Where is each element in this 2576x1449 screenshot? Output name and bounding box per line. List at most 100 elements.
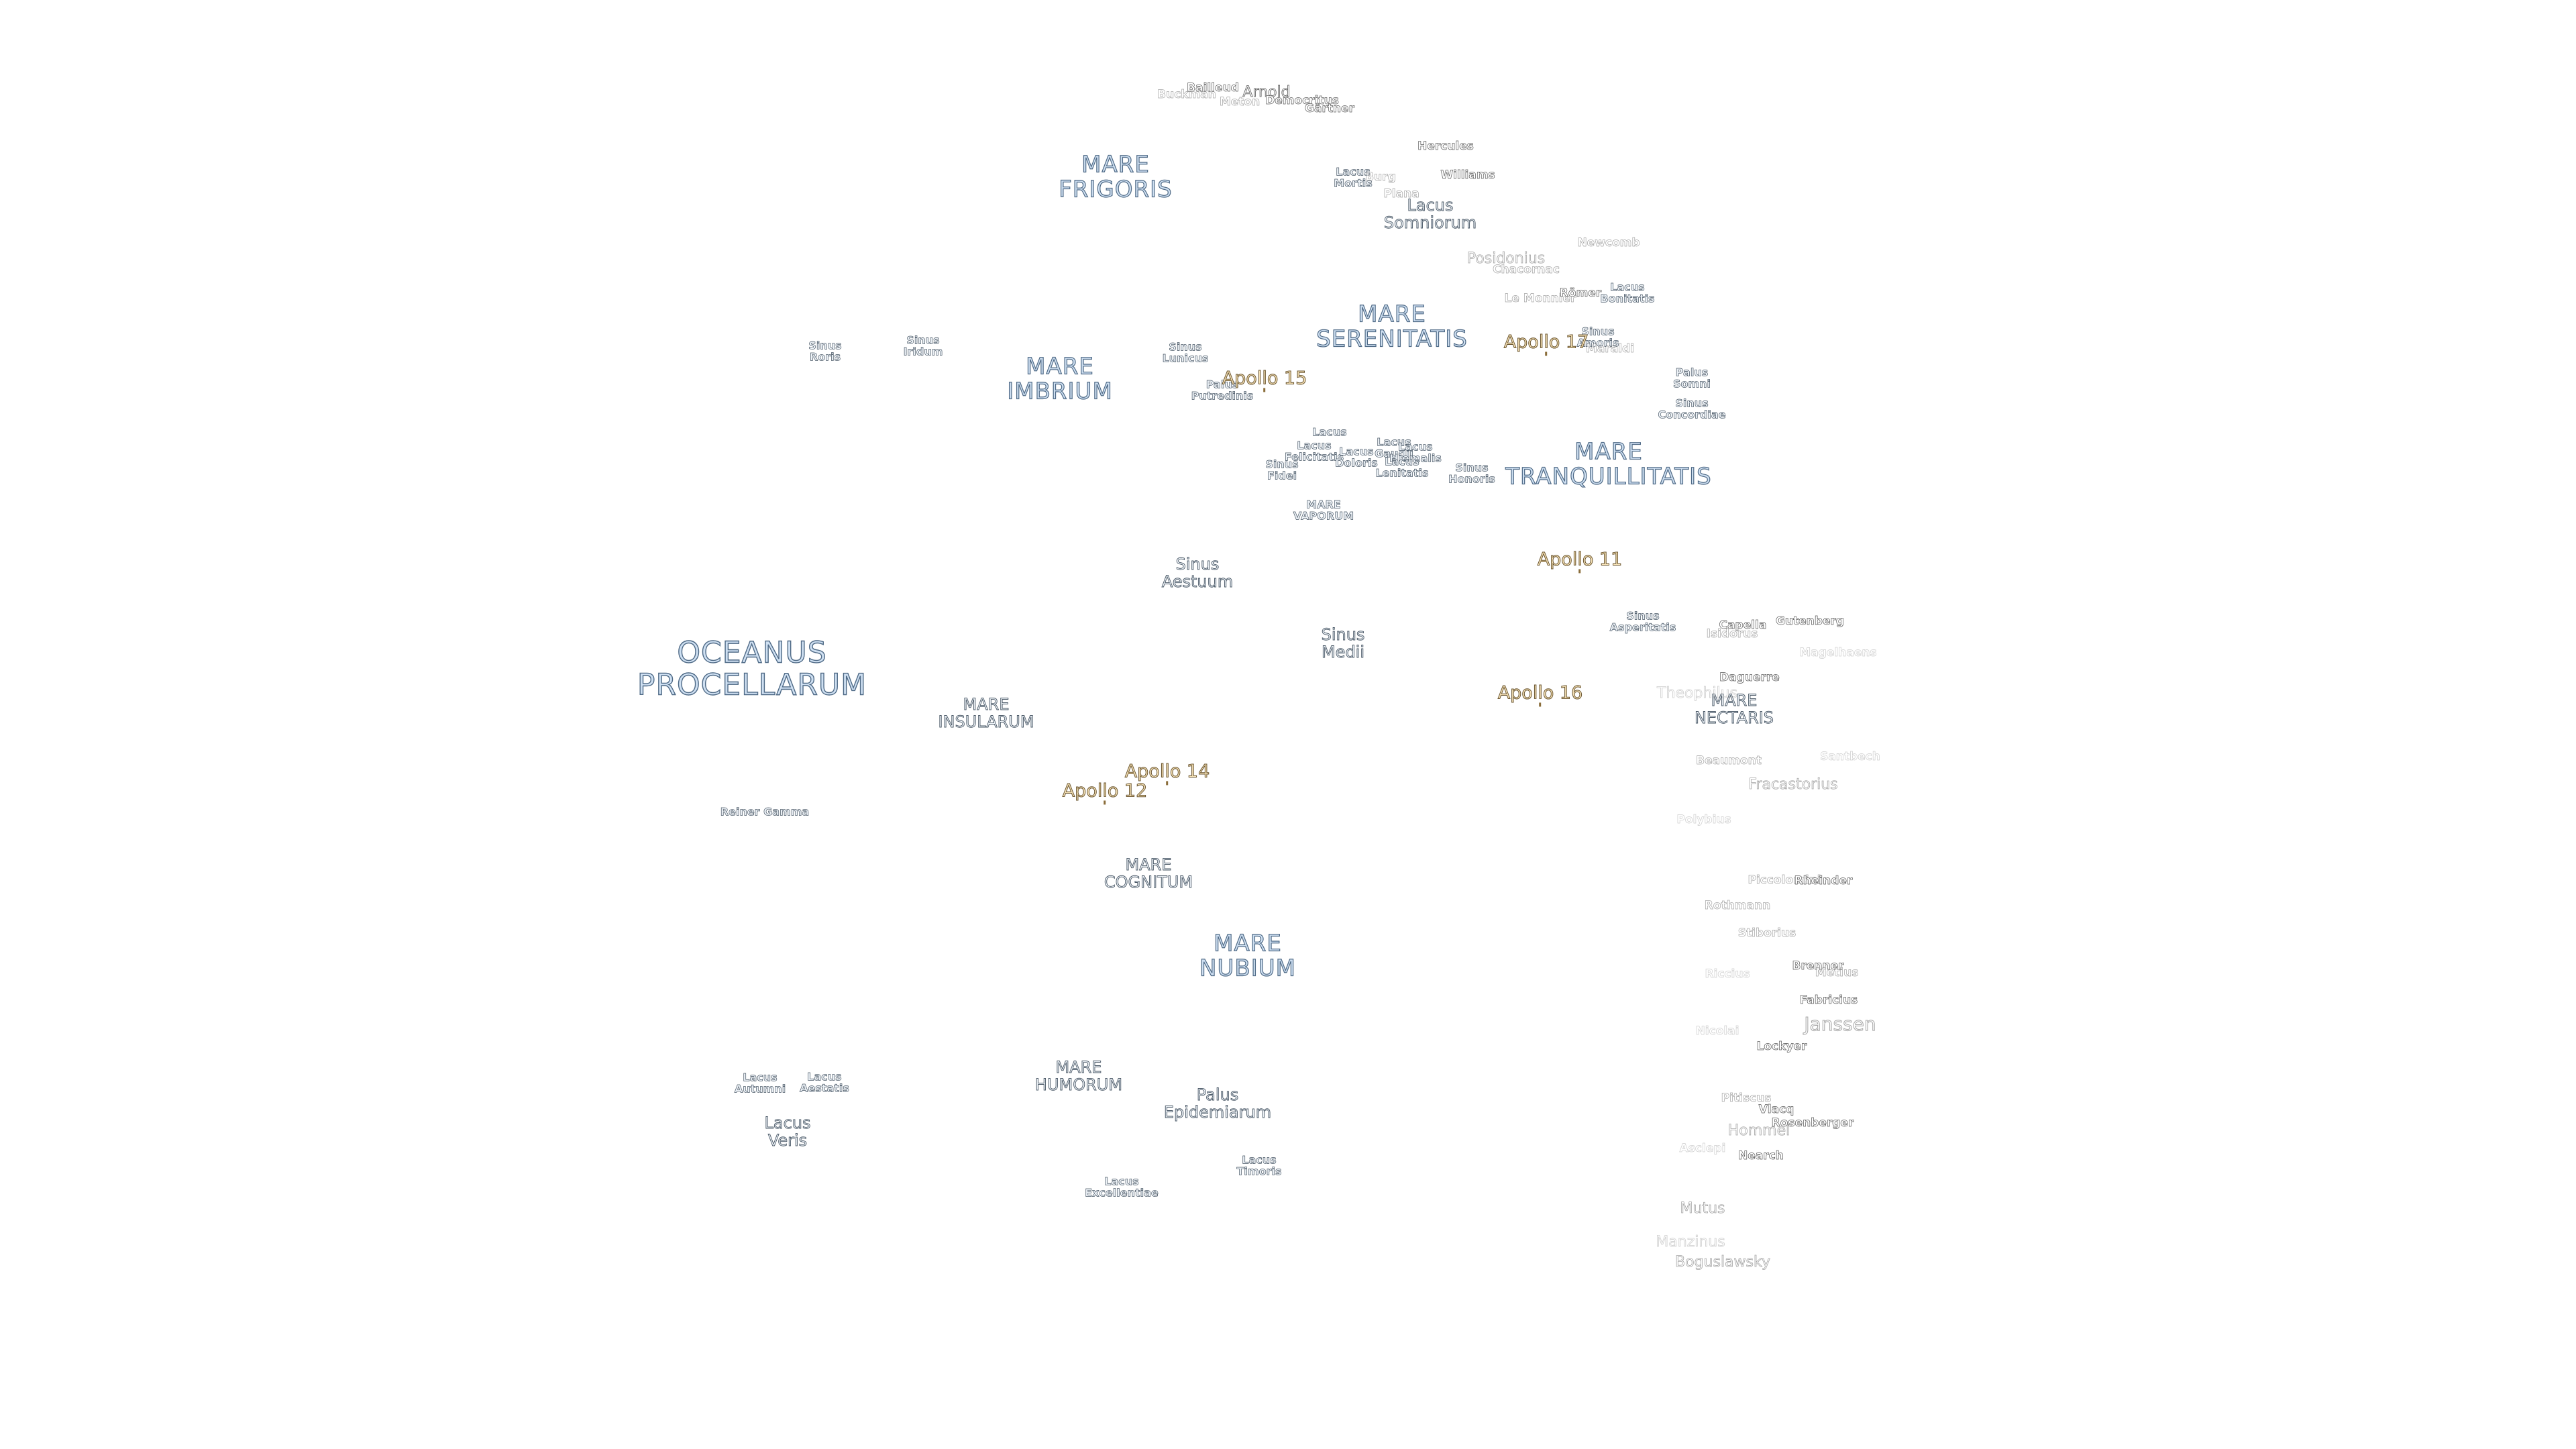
crater-label-democritus: Democritus	[1265, 93, 1339, 107]
feature-label-line: Autumni	[734, 1083, 786, 1095]
crater-label-polybius: Polybius	[1676, 812, 1731, 826]
crater-label-gutenberg: Gutenberg	[1775, 614, 1845, 628]
feature-label-line: Lacus	[1610, 280, 1645, 294]
mare-label-line: COGNITUM	[1104, 873, 1193, 892]
feature-label-line: Medii	[1321, 643, 1365, 661]
feature-label-line: Sinus	[1321, 625, 1365, 645]
crater-label-hercules: Hercules	[1417, 139, 1474, 153]
feature-label-line: Sinus	[808, 339, 842, 352]
crater-label-buckman: Buckman	[1157, 87, 1216, 101]
landing-site-apollo-14[interactable]: Apollo 14	[1124, 761, 1210, 782]
crater-label-bailleud: Bailleud	[1187, 80, 1239, 95]
feature-label-line: Gaudii	[1375, 447, 1413, 460]
crater-label-arnold: Arnold	[1242, 84, 1291, 101]
feature-label-line: Lenitatis	[1375, 467, 1429, 480]
feature-label-line: Reiner Gamma	[720, 805, 810, 818]
mare-label-line: TRANQUILLITATIS	[1505, 463, 1712, 490]
crater-label-plana: Plana	[1383, 186, 1419, 201]
feature-label-line: Aestatis	[800, 1082, 850, 1095]
landing-site-apollo-11[interactable]: Apollo 11	[1537, 549, 1623, 570]
mare-label-line: IMBRIUM	[1007, 378, 1113, 405]
mare-label-line: MARE	[1026, 353, 1094, 380]
mare-label-line: MARE	[1125, 855, 1172, 875]
crater-label-mutus: Mutus	[1680, 1200, 1725, 1218]
landing-site-apollo-15[interactable]: Apollo 15	[1222, 368, 1307, 389]
feature-label-line: Concordiae	[1658, 409, 1726, 421]
feature-label-lacus-doloris-top: Lacus	[1312, 425, 1347, 439]
feature-label-line: Lacus	[1385, 455, 1419, 468]
crater-label-nicolai: Nicolai	[1695, 1024, 1739, 1038]
feature-label-line: Lacus	[764, 1114, 811, 1133]
feature-label-line: Roris	[809, 351, 841, 364]
feature-label-line: Veris	[767, 1131, 808, 1150]
crater-label-meton: Meton	[1219, 95, 1260, 109]
feature-label-reiner-gamma: Reiner Gamma	[720, 805, 810, 818]
feature-label-line: Sinus	[1675, 396, 1709, 410]
feature-label-line: Lacus	[1242, 1153, 1277, 1167]
crater-label-posidonius: Posidonius	[1466, 250, 1546, 268]
feature-label-line: Lacus	[1398, 440, 1433, 453]
mare-label-line: MARE	[963, 695, 1010, 714]
crater-label-vlacq: Vlacq	[1758, 1102, 1794, 1116]
crater-label-gartner: Gärtner	[1305, 101, 1355, 115]
feature-label-line: Epidemiarum	[1163, 1103, 1272, 1122]
feature-label-line: Honoris	[1448, 473, 1495, 486]
feature-label-line: Palus	[1196, 1085, 1239, 1105]
landing-site-apollo-17[interactable]: Apollo 17	[1503, 331, 1589, 353]
mare-label-line: HUMORUM	[1034, 1075, 1123, 1094]
feature-label-line: Iridum	[903, 345, 943, 358]
mare-label-line: OCEANUS	[677, 635, 827, 670]
feature-label-line: Lacus	[1339, 445, 1374, 458]
mare-label-line: SERENITATIS	[1316, 325, 1468, 352]
feature-label-line: Lacus	[743, 1071, 777, 1084]
crater-label-lockyer: Lockyer	[1756, 1039, 1807, 1053]
mare-label-line: MARE	[1055, 1058, 1102, 1077]
crater-label-riccius: Riccius	[1705, 967, 1750, 981]
mare-label-line: MARE	[1306, 498, 1341, 511]
crater-label-janssen: Janssen	[1804, 1012, 1876, 1035]
crater-label-stiborius: Stiborius	[1737, 926, 1796, 940]
crater-label-isidorus: Isidorus	[1706, 627, 1758, 641]
feature-label-line: Somni	[1672, 378, 1711, 390]
feature-label-line: Sinus	[906, 333, 940, 347]
feature-label-line: Timoris	[1236, 1165, 1282, 1178]
landing-site-apollo-12[interactable]: Apollo 12	[1062, 780, 1148, 802]
feature-label-line: Lacus	[1312, 425, 1347, 439]
crater-label-pitiscus: Pitiscus	[1721, 1091, 1772, 1105]
crater-label-burg: Burg	[1365, 170, 1396, 184]
crater-label-williams: Williams	[1440, 168, 1495, 182]
feature-label-line: Lunicus	[1162, 352, 1209, 365]
crater-label-fabricius: Fabricius	[1799, 993, 1858, 1007]
mare-label-line: MARE	[1081, 151, 1150, 178]
feature-label-line: Bonitatis	[1600, 292, 1655, 305]
mare-label-line: MARE	[1214, 930, 1282, 957]
mare-label-line: MARE	[1358, 301, 1426, 328]
feature-label-line: Fidei	[1267, 470, 1297, 482]
crater-label-boguslawsky: Boguslawsky	[1675, 1254, 1771, 1271]
crater-label-nearch: Nearch	[1738, 1148, 1784, 1163]
landing-site-apollo-16[interactable]: Apollo 16	[1497, 682, 1583, 704]
feature-label-line: Somniorum	[1383, 213, 1477, 232]
